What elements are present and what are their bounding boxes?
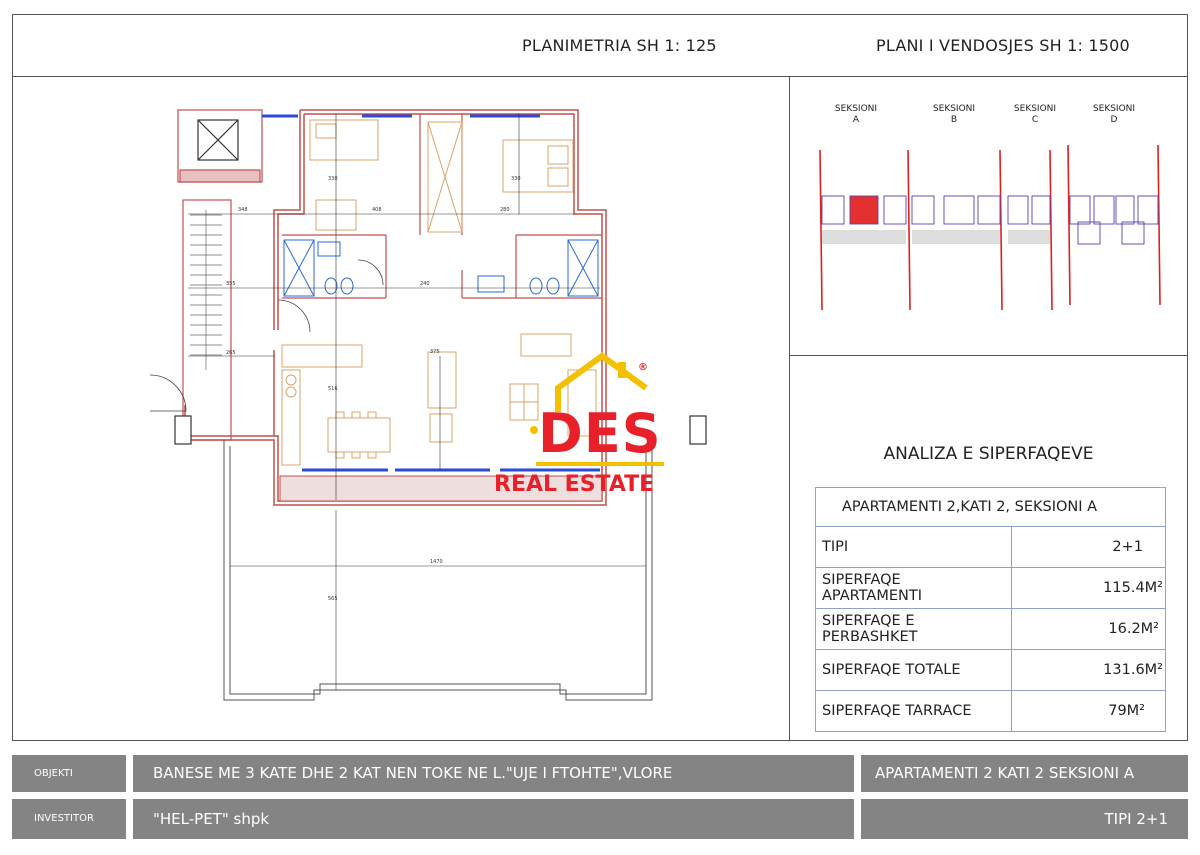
section-label-b: SEKSIONI B	[932, 104, 976, 125]
row-value: 115.4M²	[1011, 567, 1166, 609]
interior-walls	[282, 114, 602, 299]
column-divider	[789, 76, 790, 741]
header-divider	[12, 76, 1188, 77]
svg-text:280: 280	[500, 207, 510, 213]
table-row: SIPERFAQE APARTAMENTI 115.4M²	[815, 567, 1166, 609]
table-header-row: APARTAMENTI 2,KATI 2, SEKSIONI A	[815, 487, 1166, 527]
table-row: TIPI 2+1	[815, 526, 1166, 568]
svg-text:408: 408	[372, 207, 382, 213]
balcony-strip	[279, 475, 603, 502]
dimension-labels: 348 408 280 355 240 265 1470 330 330 516 375 565	[226, 176, 521, 602]
analysis-title: ANALIZA E SIPERFAQEVE	[883, 444, 1094, 464]
svg-text:355: 355	[226, 281, 236, 287]
row-value: 2+1	[1011, 526, 1166, 568]
section-label-d: SEKSIONI D	[1092, 104, 1136, 125]
apartment-label: APARTAMENTI 2 KATI 2 SEKSIONI A	[861, 755, 1188, 792]
svg-text:516: 516	[328, 386, 338, 392]
drawing-frame	[12, 14, 1188, 741]
door-swings	[149, 259, 384, 412]
logo-dot	[530, 426, 538, 434]
logo-subtitle: REAL ESTATE	[494, 472, 655, 497]
logo-wordmark: DES	[538, 402, 662, 465]
site-plan-divider	[789, 355, 1188, 356]
row-value: 16.2M²	[1011, 608, 1166, 650]
site-plan-drawing	[819, 144, 1161, 311]
logo-underline	[536, 462, 664, 466]
row-label: SIPERFAQE APARTAMENTI	[815, 567, 1012, 609]
svg-text:240: 240	[420, 281, 430, 287]
section-label-c: SEKSIONI C	[1013, 104, 1057, 125]
section-label-a: SEKSIONI A	[834, 104, 878, 125]
terrace	[223, 440, 653, 701]
svg-text:565: 565	[328, 596, 338, 602]
investitor-value: "HEL-PET" shpk	[133, 799, 854, 839]
plan-scale-title: PLANIMETRIA SH 1: 125	[522, 36, 717, 55]
row-value: 79M²	[1011, 690, 1166, 732]
tipi-label: TIPI 2+1	[861, 799, 1188, 839]
logo-house-icon	[555, 352, 648, 412]
dimension-lines	[188, 114, 646, 690]
svg-text:330: 330	[511, 176, 521, 182]
floor-plan: 348 408 280 355 240 265 1470 330 330 516 375 565	[149, 109, 707, 701]
area-table: APARTAMENTI 2,KATI 2, SEKSIONI A TIPI 2+…	[815, 487, 1166, 732]
row-value: 131.6M²	[1011, 649, 1166, 691]
logo-registered-mark: ®	[638, 362, 648, 373]
bathroom-fixtures	[283, 239, 599, 297]
table-row: SIPERFAQE E PERBASHKET 16.2M²	[815, 608, 1166, 650]
row-label: SIPERFAQE E PERBASHKET	[815, 608, 1012, 650]
table-header: APARTAMENTI 2,KATI 2, SEKSIONI A	[815, 487, 1166, 527]
table-row: SIPERFAQE TARRACE 79M²	[815, 690, 1166, 732]
row-label: SIPERFAQE TOTALE	[815, 649, 1012, 691]
objekti-value: BANESE ME 3 KATE DHE 2 KAT NEN TOKE NE L…	[133, 755, 854, 792]
site-plan-scale-title: PLANI I VENDOSJES SH 1: 1500	[876, 36, 1130, 55]
windows	[262, 114, 600, 472]
row-label: TIPI	[815, 526, 1012, 568]
svg-text:1470: 1470	[430, 559, 443, 565]
svg-text:265: 265	[226, 350, 236, 356]
objekti-label: OBJEKTI	[12, 755, 126, 792]
table-row: SIPERFAQE TOTALE 131.6M²	[815, 649, 1166, 691]
columns	[174, 415, 707, 445]
row-label: SIPERFAQE TARRACE	[815, 690, 1012, 732]
investitor-label: INVESTITOR	[12, 799, 126, 839]
stair-treads	[190, 210, 222, 370]
svg-text:375: 375	[430, 349, 440, 355]
svg-text:330: 330	[328, 176, 338, 182]
stair-block	[177, 109, 263, 441]
svg-text:348: 348	[238, 207, 248, 213]
